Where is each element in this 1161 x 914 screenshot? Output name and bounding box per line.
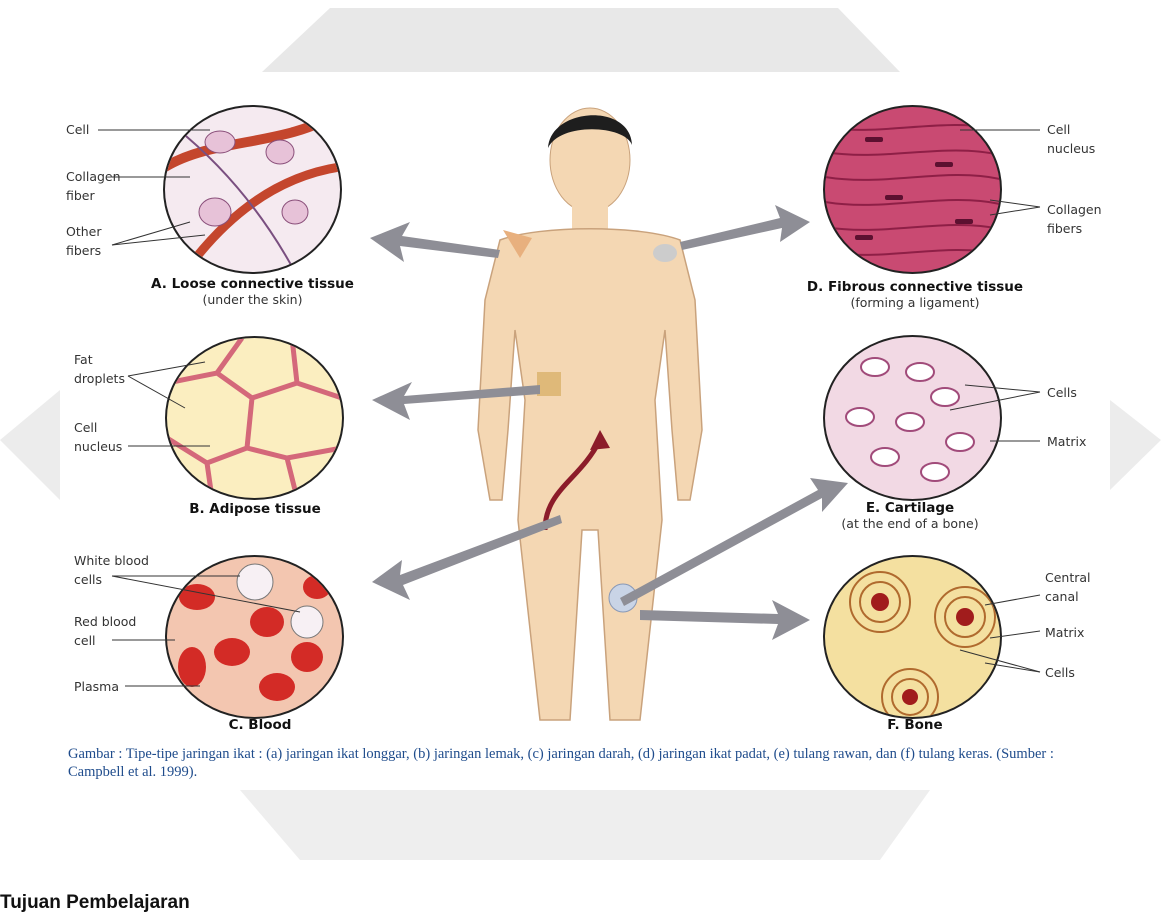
panel-a-subtitle: (under the skin)	[130, 292, 375, 307]
cartilage-image	[823, 335, 1002, 501]
panel-a-title: A. Loose connective tissue (under the sk…	[130, 276, 375, 307]
panel-d-title-text: D. Fibrous connective tissue	[807, 279, 1023, 295]
arrow-to-f	[640, 600, 810, 640]
label-collagen-fiber: Collagen fiber	[66, 167, 121, 205]
panel-d-title: D. Fibrous connective tissue (forming a …	[790, 279, 1040, 310]
panel-b-title: B. Adipose tissue	[160, 501, 350, 517]
panel-e-title-text: E. Cartilage	[866, 500, 954, 516]
arrow-to-e	[620, 478, 848, 606]
label-collagen-fibers: Collagen fibers	[1047, 200, 1102, 238]
fibrous-connective-tissue-image	[823, 105, 1002, 274]
bone-image	[823, 555, 1002, 719]
label-white-blood-cells: White blood cells	[74, 551, 149, 589]
label-cell: Cell	[66, 120, 89, 139]
label-cell-nucleus-d: Cell nucleus	[1047, 120, 1095, 158]
panel-e-subtitle: (at the end of a bone)	[820, 516, 1000, 531]
label-matrix-e: Matrix	[1047, 432, 1086, 451]
label-fat-droplets: Fat droplets	[74, 350, 125, 388]
arrow-to-d	[680, 205, 810, 250]
label-central-canal: Central canal	[1045, 568, 1091, 606]
blood-image	[165, 555, 344, 719]
panel-f-title: F. Bone	[850, 717, 980, 733]
section-heading: Tujuan Pembelajaran	[0, 892, 190, 914]
loose-connective-tissue-image	[163, 105, 342, 274]
panel-d-subtitle: (forming a ligament)	[790, 295, 1040, 310]
arrow-to-c	[372, 515, 562, 600]
label-plasma: Plasma	[74, 677, 119, 696]
label-cells-f: Cells	[1045, 663, 1075, 682]
figure-caption: Gambar : Tipe-tipe jaringan ikat : (a) j…	[68, 745, 1108, 781]
label-matrix-f: Matrix	[1045, 623, 1084, 642]
label-red-blood-cell: Red blood cell	[74, 612, 136, 650]
label-other-fibers: Other fibers	[66, 222, 102, 260]
panel-a-title-text: A. Loose connective tissue	[151, 276, 354, 292]
adipose-tissue-image	[165, 336, 344, 500]
panel-c-title: C. Blood	[200, 717, 320, 733]
arrow-to-a	[370, 222, 500, 262]
label-cells-e: Cells	[1047, 383, 1077, 402]
arrow-to-b	[372, 382, 540, 420]
label-cell-nucleus-b: Cell nucleus	[74, 418, 122, 456]
panel-e-title: E. Cartilage (at the end of a bone)	[820, 500, 1000, 531]
